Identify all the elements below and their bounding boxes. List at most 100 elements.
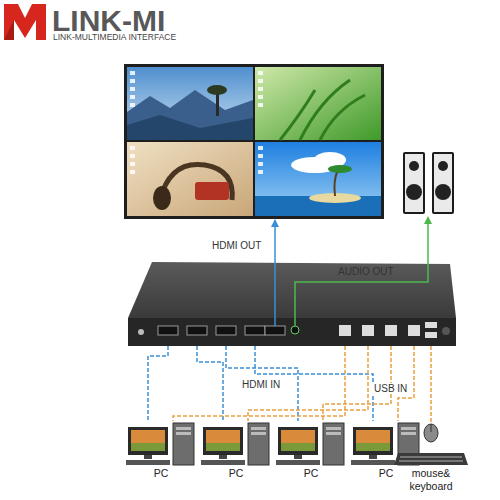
video-wall-part-part — [130, 79, 135, 83]
input-wires-part — [430, 346, 432, 424]
pc-tower — [251, 432, 266, 435]
pc-tower — [173, 423, 194, 465]
video-wall-part — [124, 64, 384, 219]
pc-tower — [251, 427, 266, 430]
video-wall-part-part — [130, 95, 135, 99]
pc-monitor — [353, 427, 393, 455]
peripheral-node: mouse& keyboard — [392, 421, 470, 492]
pc-stand — [144, 455, 152, 459]
speakers-part — [438, 161, 448, 171]
video-wall-part-part — [258, 95, 263, 99]
video-wall-part — [207, 85, 227, 95]
speakers — [403, 152, 454, 214]
kvm-multiviewer-part — [245, 326, 265, 335]
video-wall-part-part — [130, 170, 135, 174]
pc-monitor — [128, 427, 168, 455]
kvm-multiviewer — [128, 262, 456, 346]
video-wall-part-part — [258, 146, 263, 150]
video-wall-part — [153, 186, 171, 210]
video-wall-part — [280, 80, 365, 140]
kvm-multiviewer-part — [128, 318, 456, 346]
kvm-multiviewer-part — [138, 329, 144, 335]
video-wall-part-part — [130, 154, 135, 158]
mouse — [431, 424, 432, 432]
keyboard — [394, 453, 468, 465]
pc-monitor — [203, 427, 243, 455]
port-label: HDMI IN — [240, 379, 282, 390]
pc-tower — [401, 432, 416, 435]
video-wall-part — [130, 71, 263, 174]
video-wall-part — [127, 115, 253, 140]
keyboard — [400, 456, 462, 458]
pc-node: PC — [275, 421, 347, 480]
video-wall-part-part — [130, 103, 135, 107]
kvm-multiviewer-part — [425, 332, 437, 338]
output-wires-part — [295, 218, 428, 326]
kvm-multiviewer-part — [187, 326, 207, 335]
video-wall-part-part — [130, 146, 135, 150]
port-label: USB IN — [372, 383, 409, 394]
pc-screen — [131, 430, 165, 451]
pc-node: PC — [350, 421, 422, 480]
pc-screen — [131, 443, 165, 451]
speakers-part — [432, 152, 454, 214]
port-label: HDMI OUT — [212, 240, 261, 251]
port-label: AUDIO OUT — [338, 266, 394, 277]
pc-tower — [176, 427, 191, 430]
video-wall-part — [255, 67, 381, 140]
output-wires — [271, 216, 432, 326]
pc-keyboard — [276, 460, 320, 465]
pc-keyboard — [201, 460, 245, 465]
input-wires-part — [148, 346, 168, 421]
video-wall-part-part — [258, 87, 263, 91]
kvm-multiviewer-part — [158, 326, 178, 335]
keyboard — [399, 460, 463, 462]
pc-tower — [248, 423, 269, 465]
pc-screen — [206, 430, 240, 451]
kvm-multiviewer-part — [339, 325, 351, 336]
pc-monitor — [278, 427, 318, 455]
logo-mark-part — [4, 20, 14, 40]
pc-screen — [281, 443, 315, 451]
pc-stand — [219, 455, 227, 459]
pc-icon — [200, 421, 272, 467]
input-wires — [148, 346, 431, 424]
video-wall-part — [255, 142, 381, 216]
speakers-part — [435, 184, 451, 200]
video-wall-part — [328, 165, 352, 173]
pc-tower — [326, 427, 341, 430]
pc-node: PC — [125, 421, 197, 480]
output-wires-part — [424, 216, 432, 224]
pc-tower — [323, 423, 344, 465]
pc-stand — [294, 455, 302, 459]
device-label: mouse& keyboard — [401, 467, 461, 492]
video-wall-part-part — [258, 79, 263, 83]
pc-keyboard — [126, 460, 170, 465]
video-wall-part — [127, 142, 253, 216]
output-wires-part — [271, 219, 279, 227]
kvm-multiviewer-part — [362, 325, 374, 336]
mouse-keyboard-icon — [392, 421, 470, 467]
device-label: PC — [125, 467, 197, 480]
device-label: PC — [200, 467, 272, 480]
video-wall-part-part — [258, 154, 263, 158]
logo-mark-part — [4, 4, 46, 40]
kvm-multiviewer-part — [442, 327, 450, 335]
kvm-multiviewer-part — [291, 326, 299, 334]
pc-stand — [369, 455, 377, 459]
pc-keyboard — [351, 460, 395, 465]
video-wall-part — [127, 67, 253, 140]
device-label: PC — [350, 467, 422, 480]
input-wires-part — [173, 346, 345, 421]
video-wall-part-part — [130, 162, 135, 166]
logo-mark — [4, 4, 46, 40]
video-wall-part-part — [130, 87, 135, 91]
video-wall-part-part — [258, 103, 263, 107]
video-wall-part-part — [258, 170, 263, 174]
output-wires-part — [274, 220, 276, 326]
speakers-part — [403, 152, 425, 214]
video-wall-part — [334, 170, 338, 196]
kvm-multiviewer-part — [408, 325, 420, 336]
kvm-multiviewer-part — [425, 322, 437, 328]
video-wall-part — [127, 90, 253, 140]
